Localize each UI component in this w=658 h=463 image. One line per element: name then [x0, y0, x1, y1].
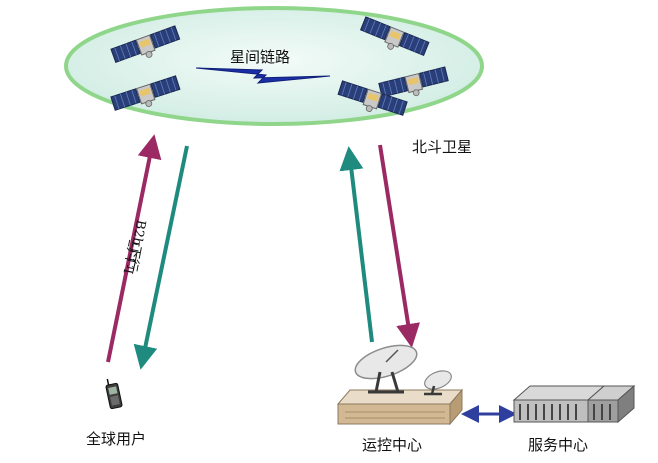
control-uplink-arrow [339, 146, 374, 343]
control-center-label: 运控中心 [362, 436, 423, 454]
intersatellite-link-label: 星间链路 [230, 48, 291, 66]
control-center-building-icon [336, 388, 464, 426]
phone-icon [105, 378, 123, 410]
uplink-arrow [106, 134, 162, 363]
control-downlink-arrow [378, 144, 420, 348]
downlink-arrow [133, 145, 189, 370]
satellite-dish-icon [424, 370, 452, 396]
building-icon [512, 384, 636, 424]
satellite-dish-icon [354, 344, 418, 394]
satellites-label: 北斗卫星 [412, 138, 473, 156]
intersatellite-link-lightning [195, 67, 331, 84]
user-label: 全球用户 [86, 430, 147, 448]
service-center-label: 服务中心 [528, 436, 589, 454]
